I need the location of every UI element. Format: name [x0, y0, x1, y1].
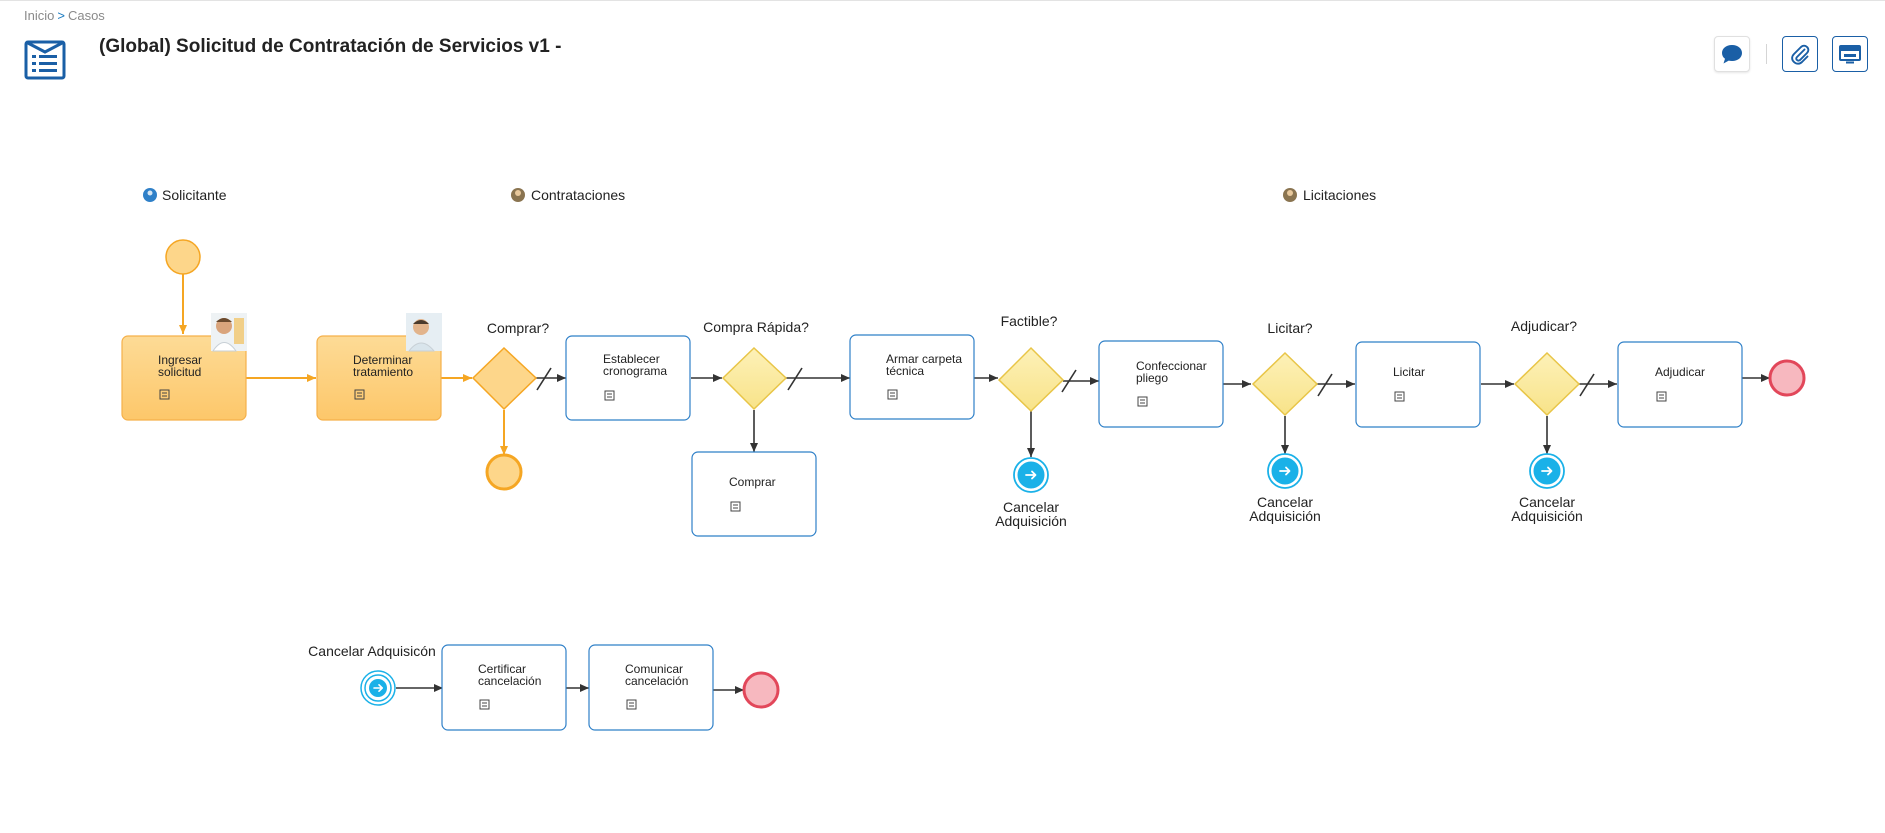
lane-contrataciones: Contrataciones	[511, 187, 625, 203]
task-label: Determinar	[353, 353, 412, 367]
attachments-button[interactable]	[1782, 36, 1818, 72]
breadcrumb-separator: >	[57, 8, 65, 23]
gateway-comprar[interactable]: Comprar?	[471, 320, 549, 411]
task-licitar[interactable]: Licitar	[1355, 341, 1481, 428]
breadcrumb: Inicio>Casos	[24, 8, 105, 23]
lane-solicitante: Solicitante	[143, 187, 227, 203]
end-event[interactable]	[1768, 359, 1806, 397]
breadcrumb-current[interactable]: Casos	[67, 8, 105, 23]
gateway-label: Comprar?	[487, 320, 549, 336]
task-label: Armar carpeta	[886, 352, 962, 366]
view-button[interactable]	[1832, 36, 1868, 72]
gateway-factible[interactable]: Factible?	[997, 313, 1065, 413]
performer-avatar	[406, 313, 442, 352]
lane-label: Licitaciones	[1303, 187, 1376, 203]
gateway-adjudicar[interactable]: Adjudicar?	[1511, 318, 1581, 417]
top-divider	[0, 0, 1885, 1]
task-establecer-cronograma[interactable]: Establecer cronograma	[565, 335, 691, 421]
task-armar-carpeta-tecnica[interactable]: Armar carpeta técnica	[849, 334, 975, 420]
gateway-licitar[interactable]: Licitar?	[1251, 320, 1319, 417]
form-icon	[604, 390, 615, 401]
lane-label: Solicitante	[162, 187, 227, 203]
form-icon	[1137, 396, 1148, 407]
sequence-flows	[179, 274, 1770, 694]
start-event[interactable]	[165, 239, 201, 275]
task-comunicar-cancelacion[interactable]: Comunicar cancelación	[588, 644, 714, 731]
performer-avatar	[211, 313, 247, 352]
task-label: cancelación	[478, 674, 541, 688]
task-certificar-cancelacion[interactable]: Certificar cancelación	[441, 644, 567, 731]
task-label: Establecer	[603, 352, 660, 366]
task-label: tratamiento	[353, 365, 413, 379]
gateway-label: Factible?	[1001, 313, 1058, 329]
event-label: Cancelar Adquisicón	[308, 643, 436, 659]
form-icon	[479, 699, 490, 710]
task-confeccionar-pliego[interactable]: Confeccionar pliego	[1098, 340, 1224, 428]
form-icon	[1656, 391, 1667, 402]
form-icon	[730, 501, 741, 512]
task-label: solicitud	[158, 365, 201, 379]
intermediate-event-cancel[interactable]	[1267, 453, 1303, 489]
event-label: Cancelar	[1519, 494, 1575, 510]
arrow-right-icon	[373, 684, 383, 692]
arrow-right-icon	[1279, 466, 1291, 476]
task-adjudicar[interactable]: Adjudicar	[1617, 341, 1743, 428]
task-label: Comprar	[729, 475, 776, 489]
task-label: pliego	[1136, 371, 1168, 385]
end-event[interactable]	[485, 453, 523, 491]
form-icon	[159, 389, 170, 400]
task-label: Licitar	[1393, 365, 1425, 379]
task-ingresar-solicitud[interactable]: Ingresar solicitud	[121, 313, 247, 421]
gateway-label: Adjudicar?	[1511, 318, 1577, 334]
toolbar-divider	[1766, 44, 1767, 64]
monitor-icon	[1839, 45, 1861, 64]
task-label: Certificar	[478, 662, 526, 676]
task-label: Confeccionar	[1136, 359, 1207, 373]
task-label: Adjudicar	[1655, 365, 1705, 379]
task-determinar-tratamiento[interactable]: Determinar tratamiento	[316, 313, 442, 421]
task-label: cronograma	[603, 364, 667, 378]
task-comprar[interactable]: Comprar	[691, 451, 817, 537]
case-list-icon	[24, 40, 66, 80]
paperclip-icon	[1791, 44, 1810, 65]
task-label: Comunicar	[625, 662, 683, 676]
gateway-label: Compra Rápida?	[703, 319, 809, 335]
intermediate-event-cancel[interactable]	[1529, 453, 1565, 489]
form-icon	[1394, 391, 1405, 402]
speech-bubble-icon	[1722, 45, 1742, 64]
task-label: Ingresar	[158, 353, 202, 367]
gateway-compra-rapida[interactable]: Compra Rápida?	[703, 319, 809, 411]
lane-label: Contrataciones	[531, 187, 625, 203]
form-icon	[887, 389, 898, 400]
form-icon	[626, 699, 637, 710]
form-icon	[354, 389, 365, 400]
lane-licitaciones: Licitaciones	[1283, 187, 1376, 203]
task-label: cancelación	[625, 674, 688, 688]
arrow-right-icon	[1541, 466, 1553, 476]
task-label: técnica	[886, 364, 924, 378]
event-label: Cancelar	[1003, 499, 1059, 515]
arrow-right-icon	[1025, 470, 1037, 480]
event-label: Adquisición	[1511, 508, 1583, 524]
page-title: (Global) Solicitud de Contratación de Se…	[99, 36, 562, 57]
event-label: Adquisición	[1249, 508, 1321, 524]
start-event-cancel[interactable]	[360, 670, 396, 706]
comments-button[interactable]	[1714, 36, 1750, 72]
gateway-label: Licitar?	[1267, 320, 1312, 336]
breadcrumb-home[interactable]: Inicio	[24, 8, 55, 23]
intermediate-event-cancel[interactable]	[1013, 457, 1049, 493]
event-label: Adquisición	[995, 513, 1067, 529]
end-event[interactable]	[742, 671, 780, 709]
event-label: Cancelar	[1257, 494, 1313, 510]
